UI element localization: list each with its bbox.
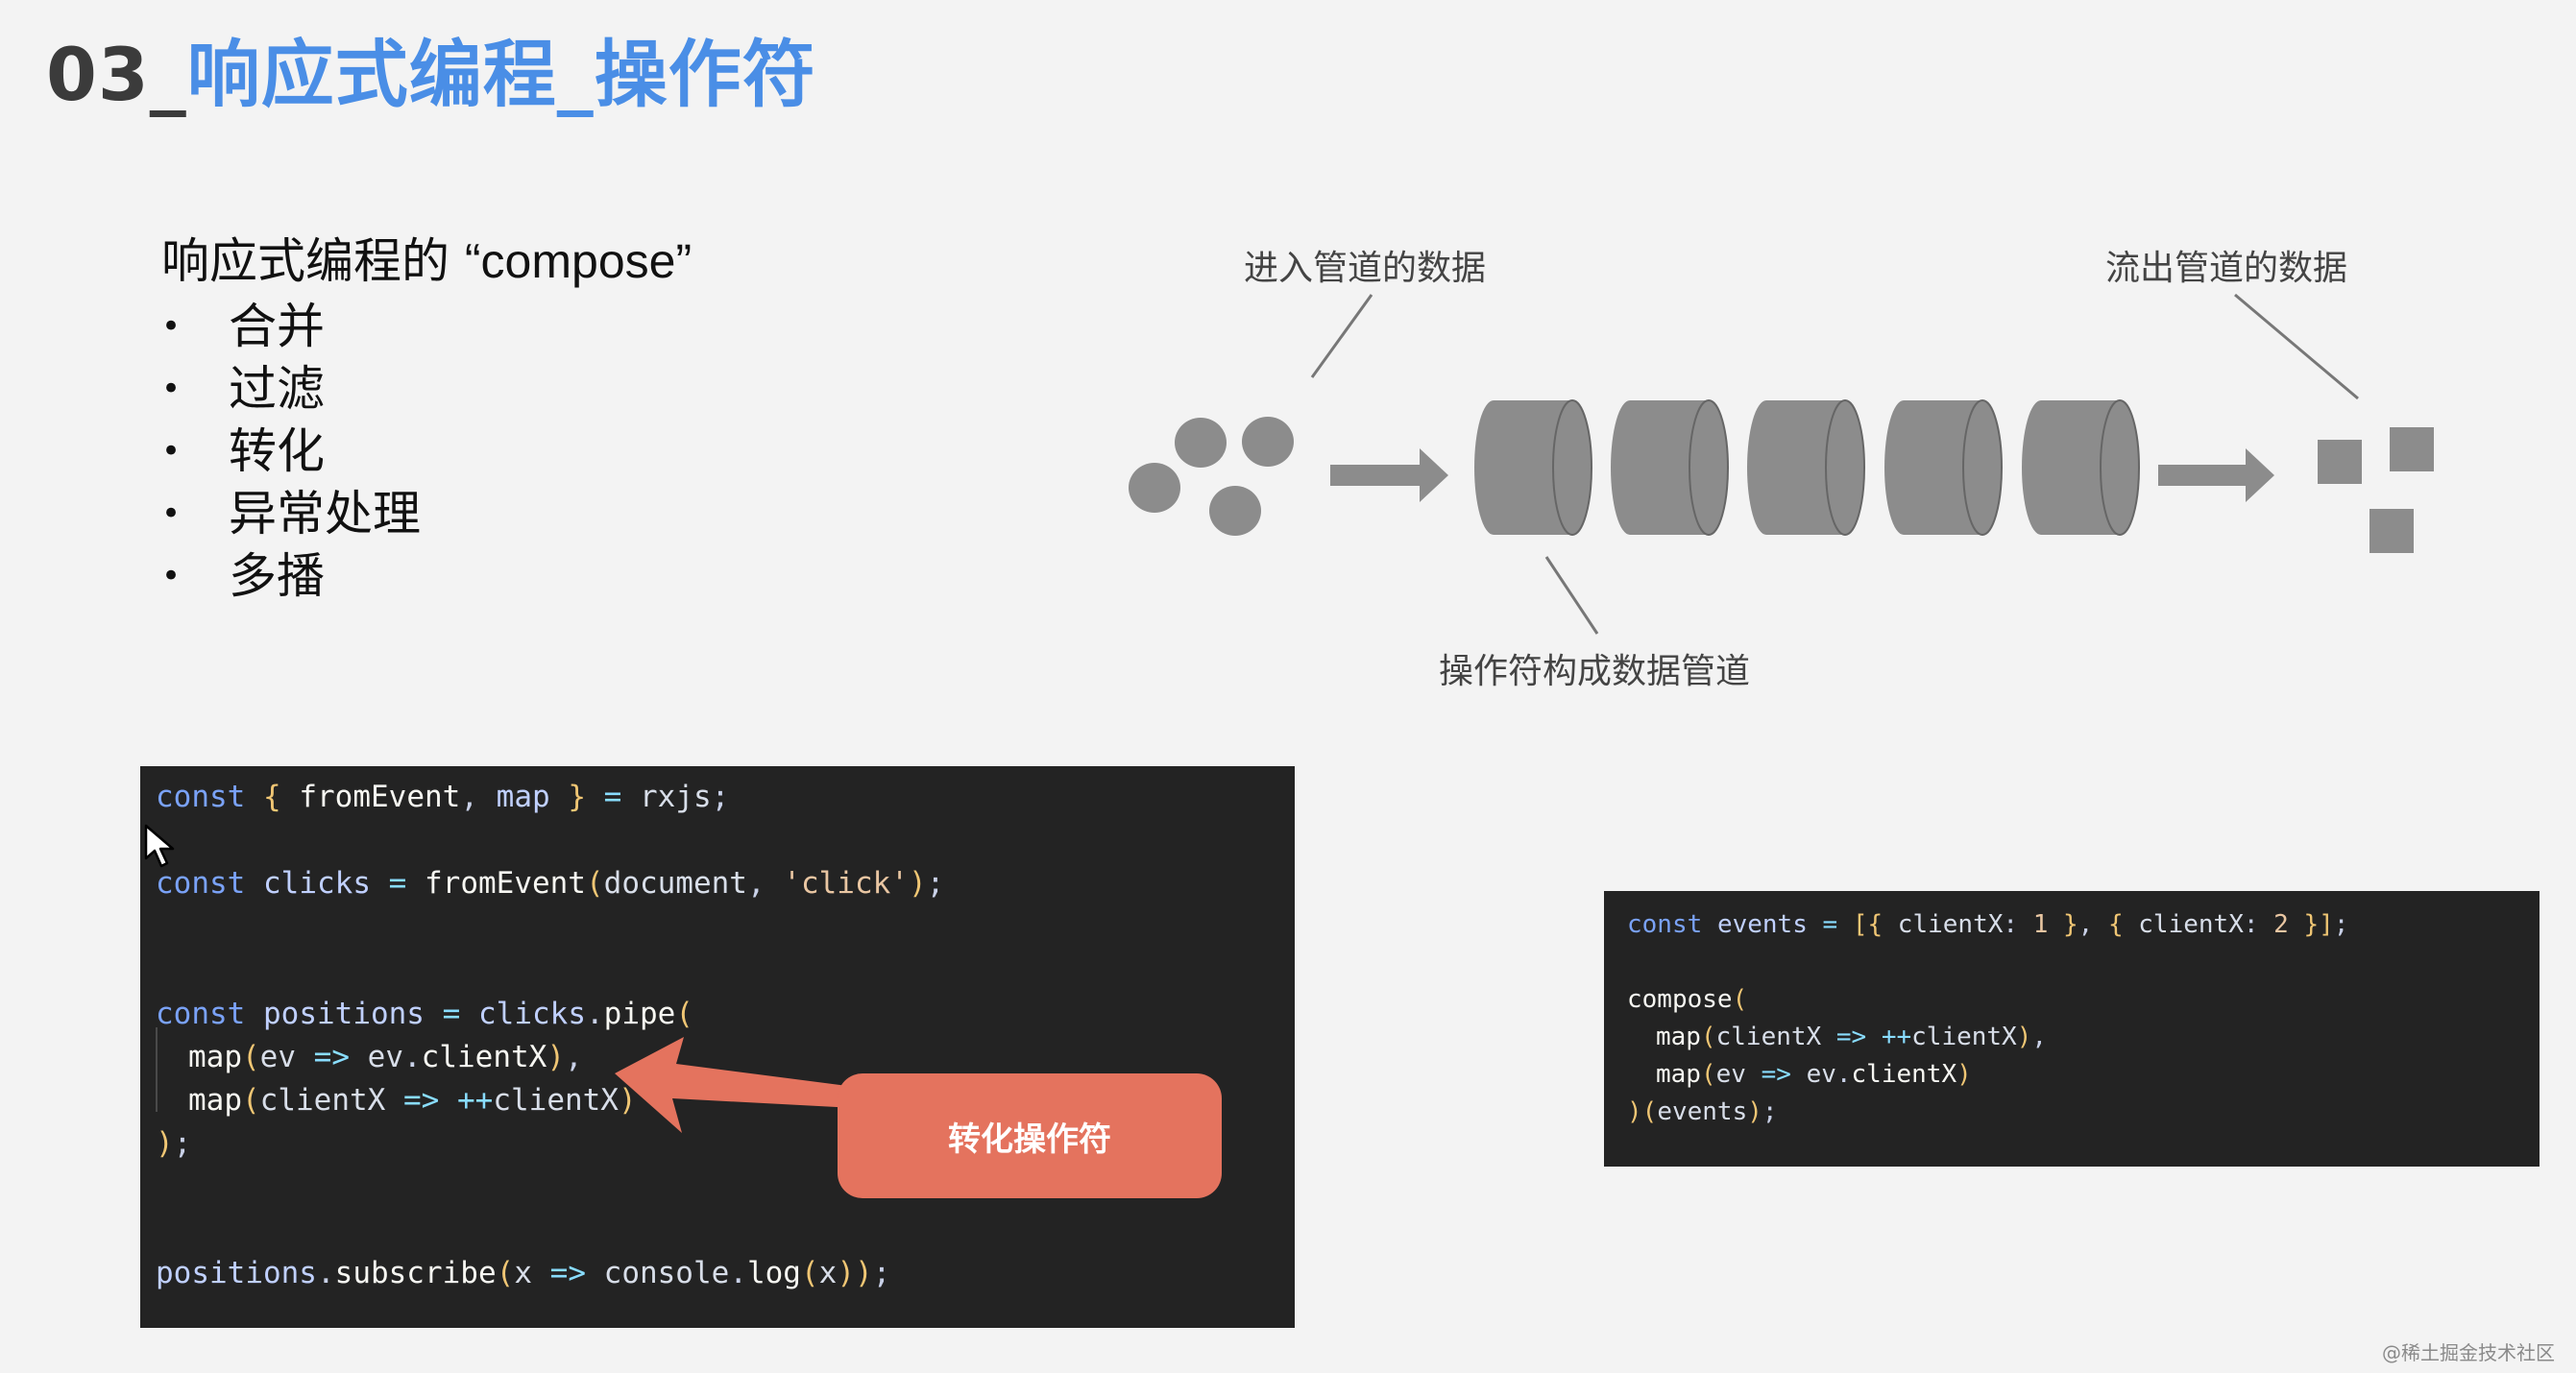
- watermark: @稀土掘金技术社区: [2382, 1341, 2555, 1364]
- red-arrow-icon: [615, 1037, 855, 1133]
- list-item: • 转化: [161, 421, 421, 483]
- heading-prefix: 响应式编程的: [161, 233, 465, 289]
- list-item-label: 合并: [229, 299, 325, 354]
- list-item-label: 多播: [229, 548, 325, 604]
- code-line: const events = [{ clientX: 1 }, { client…: [1627, 910, 2349, 939]
- data-dot: [1242, 417, 1294, 467]
- bullet-icon: •: [161, 307, 182, 346]
- operator-cylinders: [1474, 399, 2140, 536]
- flow-arrows: [1330, 448, 2274, 502]
- list-item: • 异常处理: [161, 483, 421, 545]
- data-square: [2369, 509, 2414, 553]
- heading-term: “compose”: [464, 234, 693, 288]
- slide-title: 03_响应式编程_操作符: [46, 35, 816, 115]
- code-line: map(clientX => ++clientX): [188, 1083, 637, 1118]
- list-item-label: 过滤: [229, 361, 325, 417]
- compose-code-panel: const events = [{ clientX: 1 }, { client…: [1604, 891, 2540, 1167]
- bullet-icon: •: [161, 494, 182, 533]
- bullet-icon: •: [161, 432, 182, 470]
- rxjs-code-panel: const { fromEvent, map } = rxjs; const c…: [140, 766, 1295, 1328]
- list-item-label: 异常处理: [229, 486, 421, 542]
- code-line: );: [156, 1126, 192, 1161]
- data-dot: [1209, 486, 1261, 536]
- code-line: const clicks = fromEvent(document, 'clic…: [156, 866, 945, 901]
- leader-lines: [1310, 293, 2359, 635]
- pipeline-diagram: 进入管道的数据 流出管道的数据 操作符构成数据管道: [1124, 216, 2449, 715]
- compose-heading: 响应式编程的 “compose”: [161, 232, 692, 290]
- code-line: const { fromEvent, map } = rxjs;: [156, 780, 730, 814]
- operator-cylinder: [1884, 399, 2003, 536]
- label-operator-pipe: 操作符构成数据管道: [1439, 652, 1751, 691]
- title-text: 响应式编程_操作符: [186, 32, 816, 117]
- title-number: 03_: [46, 32, 187, 117]
- operator-cylinder: [1474, 399, 1592, 536]
- code-line: map(ev => ev.clientX),: [188, 1040, 583, 1074]
- code-line: const positions = clicks.pipe(: [156, 997, 693, 1031]
- arrow-right-icon: [1330, 448, 1448, 502]
- bullet-icon: •: [161, 557, 182, 595]
- pipeline-graphic: [1129, 293, 2434, 635]
- operator-cylinder: [1611, 399, 1729, 536]
- arrow-right-icon: [2158, 448, 2274, 502]
- code-line: map(ev => ev.clientX): [1656, 1060, 1972, 1089]
- data-dot: [1175, 418, 1227, 468]
- input-data-dots: [1129, 417, 1294, 536]
- list-item: • 合并: [161, 296, 421, 358]
- data-square: [2318, 440, 2362, 484]
- operator-category-list: • 合并 • 过滤 • 转化 • 异常处理 • 多播: [161, 296, 421, 608]
- label-data-in: 进入管道的数据: [1244, 249, 1487, 288]
- code-line: compose(: [1627, 985, 1748, 1014]
- data-dot: [1129, 463, 1180, 513]
- list-item: • 过滤: [161, 358, 421, 421]
- output-data-squares: [2318, 427, 2434, 553]
- transform-operator-callout: 转化操作符: [838, 1073, 1222, 1198]
- bullet-icon: •: [161, 370, 182, 408]
- code-line: )(events);: [1627, 1097, 1778, 1126]
- list-item-label: 转化: [229, 423, 325, 479]
- code-line: positions.subscribe(x => console.log(x))…: [156, 1256, 891, 1290]
- mouse-cursor-icon: [144, 824, 175, 868]
- list-item: • 多播: [161, 545, 421, 608]
- data-square: [2390, 427, 2434, 471]
- operator-cylinder: [2022, 399, 2140, 536]
- code-line: map(clientX => ++clientX),: [1656, 1023, 2048, 1051]
- label-data-out: 流出管道的数据: [2105, 249, 2348, 288]
- operator-cylinder: [1747, 399, 1865, 536]
- indent-guide: [156, 1027, 158, 1112]
